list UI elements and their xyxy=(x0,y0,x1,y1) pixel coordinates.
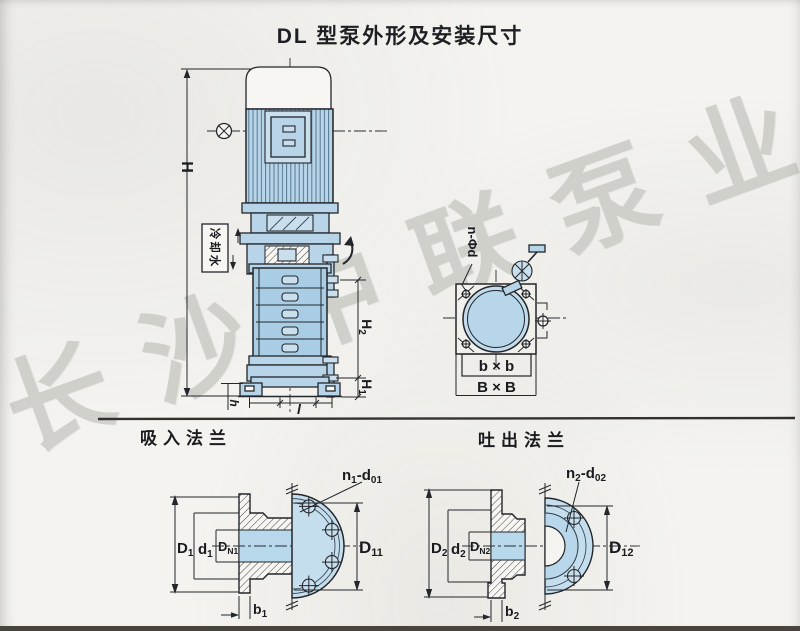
dim-label-l: l xyxy=(297,401,302,417)
dim-label-H2: H2 xyxy=(356,319,375,335)
anchor-hole-label: n-Φd xyxy=(465,227,480,258)
dim-label-BB: B × B xyxy=(477,379,516,396)
dim-H2-H1: H2 H1 xyxy=(336,276,375,401)
dim-b1: b1 xyxy=(221,596,268,620)
dim-l: l xyxy=(249,397,333,417)
discharge-flange-face: n2-d02 D12 xyxy=(538,465,634,611)
motor-flange xyxy=(241,202,339,214)
base xyxy=(250,376,330,388)
dim-label-D2: D2 xyxy=(431,540,448,559)
rotation-arrow xyxy=(342,236,354,265)
mounting-flange xyxy=(239,232,341,245)
cooling-water-callout: 冷却水 xyxy=(201,223,241,273)
arrow-down-icon xyxy=(230,262,236,270)
discharge-section-title: 吐出法兰 xyxy=(478,430,570,450)
dim-b2: b2 xyxy=(474,600,520,622)
discharge-bore-face xyxy=(544,525,566,567)
dim-label-d2: d2 xyxy=(451,541,466,560)
suction-flange-view: D1 d1 DN1 b1 xyxy=(170,467,383,620)
dim-label-n1-d01: n1-d01 xyxy=(342,467,382,486)
suction-flange-face: n1-d01 D11 xyxy=(285,467,383,611)
bottom-casing-ring xyxy=(248,355,332,366)
page-title: DL 型泵外形及安装尺寸 xyxy=(276,25,524,48)
scan-bottom-edge xyxy=(0,626,800,631)
fan-cover xyxy=(245,66,332,110)
anchor-hole-callout: n-Φd xyxy=(461,227,480,292)
side-connection xyxy=(535,302,551,339)
suction-bore xyxy=(238,529,299,563)
pump-elevation-view: H xyxy=(178,58,388,417)
discharge-flange-view: D2 d2 DN2 b2 xyxy=(424,465,640,622)
dim-label-D12: D12 xyxy=(609,538,634,559)
arrow-up-icon xyxy=(235,228,241,236)
dim-label-n2-d02: n2-d02 xyxy=(566,465,606,484)
dim-label-b2: b2 xyxy=(505,603,520,622)
dim-label-DN1: DN1 xyxy=(218,539,239,556)
dim-label-D11: D11 xyxy=(359,538,383,559)
dim-h: h xyxy=(221,383,243,410)
dim-label-bb: b × b xyxy=(479,358,514,375)
eyebolt-icon xyxy=(215,122,233,140)
dim-bb-BB: b × b B × B xyxy=(455,353,537,396)
dim-label-d1: d1 xyxy=(198,541,213,560)
pump-plan-view: n-Φd b × b B × B xyxy=(443,227,568,396)
dim-H: H xyxy=(178,68,252,397)
anchor-pads xyxy=(457,285,535,353)
gauge-valve xyxy=(501,244,546,297)
dim-label-h: h xyxy=(227,399,241,406)
suction-section-title: 吸入法兰 xyxy=(140,428,232,448)
dim-label-b1: b1 xyxy=(253,601,268,620)
dim-label-H1: H1 xyxy=(356,379,375,395)
dim-label-D1: D1 xyxy=(177,540,194,559)
dim-label-H: H xyxy=(178,161,195,173)
section-separator xyxy=(97,416,796,421)
cooling-water-label: 冷却水 xyxy=(208,228,222,269)
dim-label-DN2: DN2 xyxy=(470,539,491,556)
